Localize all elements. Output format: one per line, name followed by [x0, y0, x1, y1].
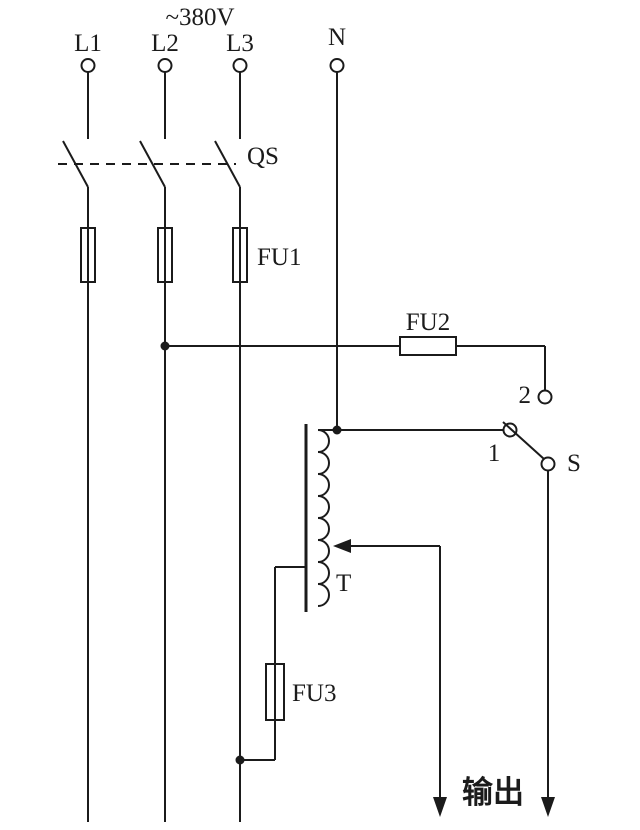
fuse-fu3	[265, 663, 285, 721]
output-label: 输出	[462, 775, 524, 810]
tap-arrowhead-icon	[333, 539, 351, 553]
fuse-fu2	[399, 336, 457, 356]
junction-l3-fu3	[235, 755, 245, 765]
position1-label: 1	[488, 440, 501, 467]
selector-contact-2	[537, 389, 553, 405]
selector-label: S	[567, 450, 581, 477]
terminal-l2	[157, 58, 173, 73]
terminal-l3	[232, 58, 248, 73]
fuse-fu1-l1	[80, 227, 96, 283]
transformer-label: T	[336, 570, 351, 597]
output-arrow-left-icon	[433, 797, 447, 817]
fuse-fu1-l2	[157, 227, 173, 283]
fuse3-label: FU3	[292, 680, 336, 707]
qs-blade-l3	[214, 140, 241, 188]
terminal-l1	[80, 58, 96, 73]
position2-label: 2	[519, 382, 532, 409]
selector-blade	[502, 421, 545, 460]
terminal-label-n: N	[328, 24, 346, 51]
output-arrow-right-icon	[541, 797, 555, 817]
supply-voltage-label: ~380V	[165, 4, 234, 31]
transformer-winding	[317, 429, 330, 607]
qs-blade-l2	[139, 140, 166, 188]
fuse-fu1-l3	[232, 227, 248, 283]
junction-n-winding	[332, 425, 342, 435]
terminal-n	[329, 58, 345, 73]
selector-pivot	[540, 456, 556, 472]
fuse2-label: FU2	[406, 309, 450, 336]
terminal-label-l3: L3	[226, 30, 254, 57]
terminal-label-l2: L2	[151, 30, 179, 57]
selector-contact-1	[502, 422, 518, 438]
terminal-label-l1: L1	[74, 30, 102, 57]
fuse1-label: FU1	[257, 244, 301, 271]
disconnector-label: QS	[247, 143, 279, 170]
